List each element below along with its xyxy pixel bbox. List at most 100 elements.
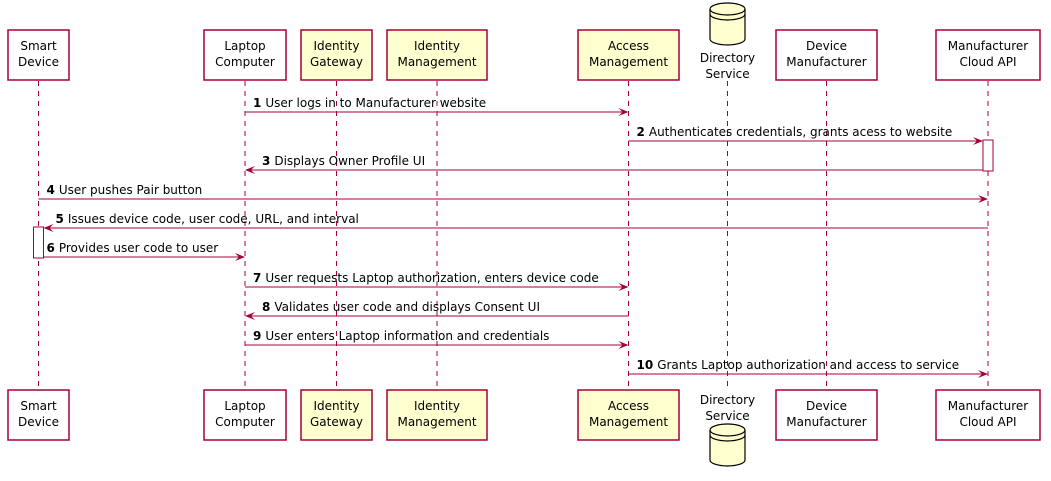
participant-label-line: Computer xyxy=(215,55,275,69)
participant-label-line: Directory xyxy=(700,393,755,407)
participant-box xyxy=(203,389,287,441)
participant-box xyxy=(935,389,1041,441)
message-number: 6 xyxy=(47,241,55,255)
participant-label-line: Device xyxy=(806,39,847,53)
participant-box xyxy=(775,29,878,81)
participant-label-line: Gateway xyxy=(310,415,363,429)
participant-label-line: Computer xyxy=(215,415,275,429)
participant-box xyxy=(577,29,680,81)
message-number: 7 xyxy=(253,271,261,285)
participant-label-line: Manufacturer xyxy=(786,415,866,429)
message-number: 4 xyxy=(47,183,55,197)
participant-label-line: Management xyxy=(397,55,476,69)
message-label: 3 Displays Owner Profile UI xyxy=(262,154,425,168)
message-text: Displays Owner Profile UI xyxy=(274,154,425,168)
activation-bar-cloud xyxy=(982,139,994,172)
arrowhead-icon xyxy=(978,195,988,203)
participant-label-line: Identity xyxy=(314,399,360,413)
arrowhead-icon xyxy=(618,283,629,291)
participant-box xyxy=(7,29,70,81)
arrowhead-icon xyxy=(978,370,988,378)
participant-label-line: Manufacturer xyxy=(948,399,1028,413)
participant-label-line: Identity xyxy=(314,39,360,53)
message-label: 8 Validates user code and displays Consen… xyxy=(262,300,540,314)
participant-label-line: Gateway xyxy=(310,55,363,69)
participant-label-line: Identity xyxy=(414,399,460,413)
arrowhead-icon xyxy=(43,224,54,232)
participant-label-line: Device xyxy=(806,399,847,413)
participant-box xyxy=(203,29,287,81)
arrowhead-icon xyxy=(618,108,629,116)
participant-label-line: Service xyxy=(705,409,749,423)
participant-label-line: Cloud API xyxy=(959,55,1016,69)
message-number: 8 xyxy=(262,300,270,314)
participant-label-line: Management xyxy=(589,55,668,69)
participant-label-line: Laptop xyxy=(224,399,265,413)
message-number: 1 xyxy=(253,96,261,110)
message-text: User enters Laptop information and crede… xyxy=(265,329,549,343)
participant-label-line: Management xyxy=(397,415,476,429)
arrowhead-icon xyxy=(235,253,245,261)
database-icon-rim xyxy=(709,8,746,16)
message-label: 9 User enters Laptop information and cred… xyxy=(253,329,549,343)
arrowhead-icon xyxy=(618,341,629,349)
database-icon xyxy=(709,423,746,467)
participant-box xyxy=(7,389,70,441)
participant-label-line: Directory xyxy=(700,51,755,65)
arrowhead-icon xyxy=(245,312,255,320)
participant-label-line: Access xyxy=(608,399,649,413)
participant-label-line: Smart xyxy=(20,39,57,53)
message-number: 5 xyxy=(56,212,64,226)
database-icon-band xyxy=(709,434,746,442)
participant-label-line: Service xyxy=(705,67,749,81)
participant-label-line: Device xyxy=(18,415,59,429)
participant-label-line: Manufacturer xyxy=(786,55,866,69)
message-text: Grants Laptop authorization and access t… xyxy=(657,358,959,372)
participant-label-line: Identity xyxy=(414,39,460,53)
database-icon-rim xyxy=(709,429,746,437)
participant-label-line: Laptop xyxy=(224,39,265,53)
message-text: Authenticates credentials, grants acess … xyxy=(649,125,952,139)
participant-label-line: Management xyxy=(589,415,668,429)
message-text: Validates user code and displays Consent… xyxy=(274,300,540,314)
participant-box xyxy=(775,389,878,441)
participant-label-line: Access xyxy=(608,39,649,53)
arrowhead-icon xyxy=(973,137,983,145)
participant-label-line: Device xyxy=(18,55,59,69)
message-8: 8 Validates user code and displays Consen… xyxy=(245,300,629,320)
participant-box xyxy=(577,389,680,441)
participant-box xyxy=(300,389,373,441)
participant-box xyxy=(300,29,373,81)
participant-label-line: Cloud API xyxy=(959,415,1016,429)
message-number: 3 xyxy=(262,154,270,168)
message-number: 2 xyxy=(637,125,645,139)
database-icon-band xyxy=(709,13,746,21)
participant-box xyxy=(386,389,488,441)
message-number: 9 xyxy=(253,329,261,343)
participant-box xyxy=(935,29,1041,81)
